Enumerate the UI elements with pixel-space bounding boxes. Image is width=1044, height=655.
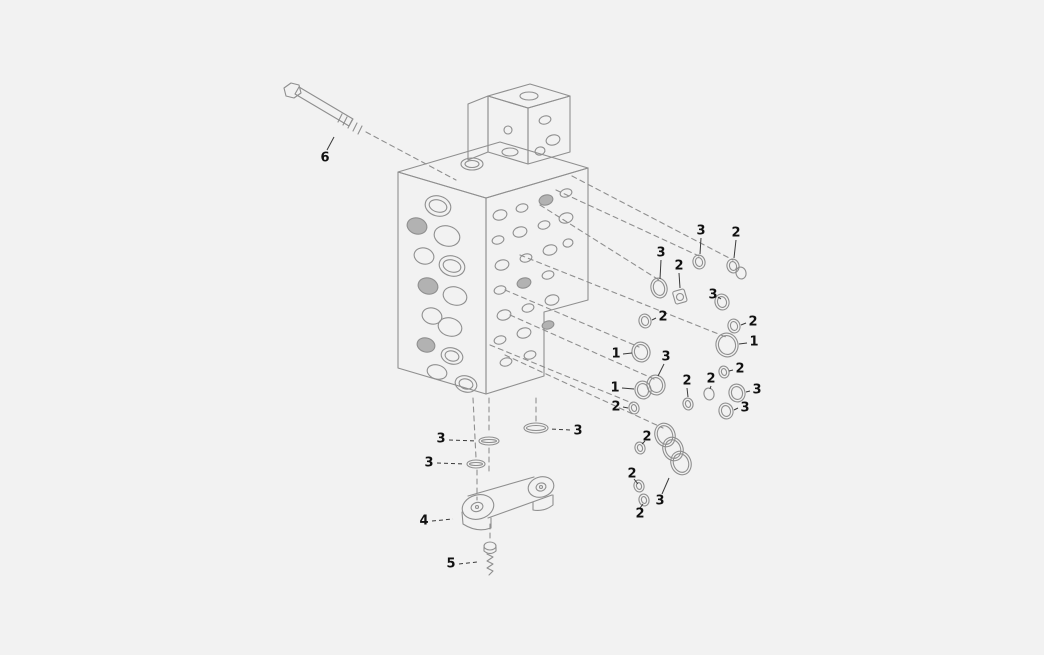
part-callout: 2 bbox=[627, 466, 637, 482]
o-ring bbox=[727, 318, 741, 334]
cover-plate bbox=[461, 476, 555, 531]
o-ring bbox=[631, 341, 651, 363]
o-ring bbox=[714, 293, 730, 311]
o-ring bbox=[670, 450, 692, 476]
screw-head bbox=[483, 541, 497, 551]
part-callout: 2 bbox=[611, 399, 621, 415]
valve-body bbox=[397, 83, 589, 395]
part-callout: 3 bbox=[752, 382, 762, 398]
part-callout: 3 bbox=[740, 400, 750, 416]
part-callout: 4 bbox=[419, 513, 429, 529]
part-callout: 2 bbox=[682, 373, 692, 389]
o-ring bbox=[692, 254, 706, 270]
part-callout: 1 bbox=[749, 334, 759, 350]
o-ring bbox=[715, 332, 739, 358]
o-ring bbox=[633, 479, 645, 493]
bolt-shaft bbox=[294, 86, 354, 127]
o-ring bbox=[628, 401, 640, 415]
part-callout: 6 bbox=[320, 150, 330, 166]
part-callout: 3 bbox=[436, 431, 446, 447]
part-callout: 2 bbox=[658, 309, 668, 325]
part-callout: 3 bbox=[424, 455, 434, 471]
o-ring bbox=[650, 277, 668, 299]
o-ring bbox=[478, 436, 500, 446]
part-callout: 3 bbox=[655, 493, 665, 509]
part-callout: 2 bbox=[731, 225, 741, 241]
part-callout: 2 bbox=[674, 258, 684, 274]
part-callout: 2 bbox=[635, 506, 645, 522]
o-ring bbox=[718, 402, 734, 420]
assembly-axis-lines bbox=[365, 131, 734, 543]
o-ring bbox=[728, 383, 746, 403]
part-callout: 2 bbox=[735, 361, 745, 377]
o-ring bbox=[638, 493, 650, 507]
leader-lines bbox=[326, 136, 751, 565]
valve-body-ports bbox=[406, 91, 574, 393]
part-callout: 2 bbox=[748, 314, 758, 330]
bolt-head bbox=[283, 82, 302, 99]
part-callout: 3 bbox=[708, 287, 718, 303]
part-callout: 5 bbox=[446, 556, 456, 572]
screw-threads bbox=[486, 553, 494, 576]
part-callout: 3 bbox=[573, 423, 583, 439]
o-ring bbox=[662, 436, 684, 462]
o-ring bbox=[466, 459, 486, 469]
o-ring bbox=[735, 266, 747, 280]
part-callout: 3 bbox=[661, 349, 671, 365]
o-ring bbox=[654, 422, 676, 448]
valve-body-outline bbox=[397, 83, 589, 395]
o-ring bbox=[682, 397, 694, 411]
o-ring bbox=[726, 258, 740, 274]
part-callout: 1 bbox=[610, 380, 620, 396]
o-ring bbox=[523, 422, 549, 434]
o-ring bbox=[703, 387, 715, 401]
o-rings-layer bbox=[466, 254, 747, 507]
part-callout: 3 bbox=[696, 223, 706, 239]
o-ring bbox=[634, 380, 652, 400]
o-ring bbox=[634, 441, 646, 455]
o-ring bbox=[718, 365, 730, 379]
o-ring bbox=[638, 313, 652, 329]
part-callout: 2 bbox=[706, 371, 716, 387]
cover-plate-hole bbox=[535, 482, 547, 492]
cover-plate-hole bbox=[470, 501, 484, 513]
fitting bbox=[672, 288, 688, 305]
screw bbox=[483, 541, 497, 576]
bolt bbox=[283, 82, 363, 135]
part-callout: 2 bbox=[642, 429, 652, 445]
part-callout: 3 bbox=[656, 245, 666, 261]
part-callout: 1 bbox=[611, 346, 621, 362]
